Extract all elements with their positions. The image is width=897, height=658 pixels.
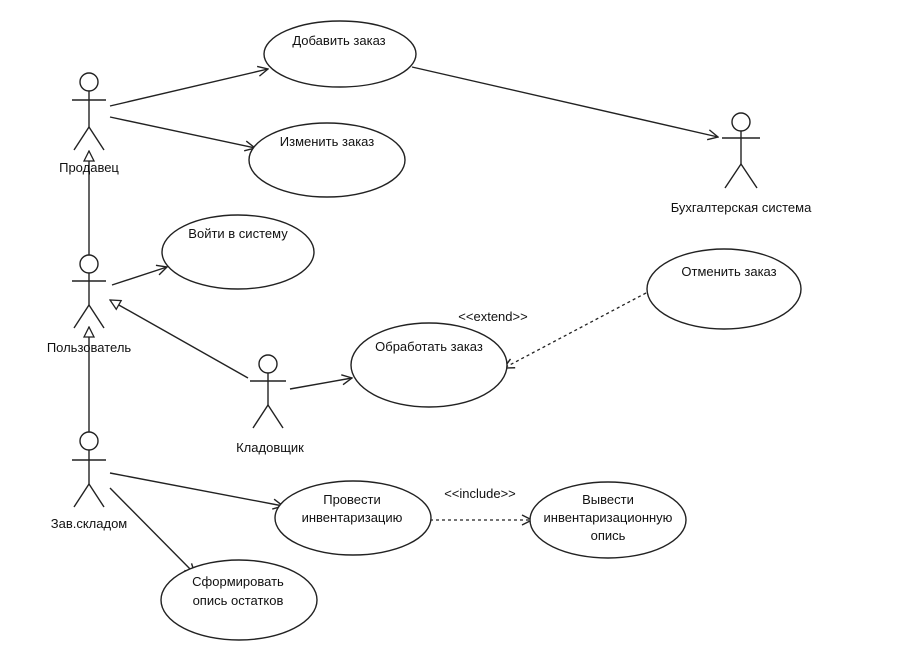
usecase-remains-list-label-2: опись остатков xyxy=(193,593,284,608)
assoc-user-login xyxy=(111,267,167,286)
usecase-edit-order-label: Изменить заказ xyxy=(280,134,374,149)
assoc-add-order-accounting xyxy=(411,66,718,137)
usecase-add-order xyxy=(263,20,417,88)
actor-accounting-system-label: Бухгалтерская система xyxy=(671,200,812,215)
usecase-cancel-order-label: Отменить заказ xyxy=(681,264,776,279)
actor-storekeeper-label: Кладовщик xyxy=(236,440,304,455)
generalization-storekeeper-user xyxy=(110,300,249,379)
actor-user-label: Пользователь xyxy=(47,340,132,355)
assoc-seller-edit-order xyxy=(109,116,255,148)
extend-label: <<extend>> xyxy=(458,309,527,324)
usecase-add-order-label: Добавить заказ xyxy=(292,33,385,48)
usecase-login xyxy=(161,214,315,290)
usecase-inventory-list-label-3: опись xyxy=(591,528,626,543)
assoc-head-remains xyxy=(109,487,195,574)
usecase-process-order-label: Обработать заказ xyxy=(375,339,483,354)
usecase-edit-order xyxy=(248,122,406,198)
usecase-inventory-label-1: Провести xyxy=(323,492,381,507)
actor-warehouse-head xyxy=(72,431,106,508)
usecase-remains-list xyxy=(160,559,318,641)
assoc-seller-add-order xyxy=(109,69,268,107)
usecase-cancel-order xyxy=(646,248,802,330)
usecase-remains-list-label-1: Сформировать xyxy=(192,574,284,589)
extend-arrow xyxy=(504,292,647,368)
actor-accounting-system xyxy=(722,112,760,189)
actor-user xyxy=(72,254,106,329)
usecase-inventory-list-label-2: инвентаризационную xyxy=(544,510,673,525)
usecase-inventory-list-label-1: Вывести xyxy=(582,492,634,507)
usecase-inventory xyxy=(274,480,432,556)
assoc-storekeeper-process xyxy=(289,378,352,390)
usecase-inventory-list xyxy=(529,481,687,559)
usecase-login-label: Войти в систему xyxy=(188,226,288,241)
include-label: <<include>> xyxy=(444,486,516,501)
actor-storekeeper xyxy=(250,354,286,429)
actor-seller xyxy=(72,72,106,151)
actor-seller-label: Продавец xyxy=(59,160,119,175)
actor-warehouse-head-label: Зав.складом xyxy=(51,516,128,531)
usecase-process-order xyxy=(350,322,508,408)
assoc-head-inventory xyxy=(109,472,283,506)
usecase-inventory-label-2: инвентаризацию xyxy=(302,510,403,525)
